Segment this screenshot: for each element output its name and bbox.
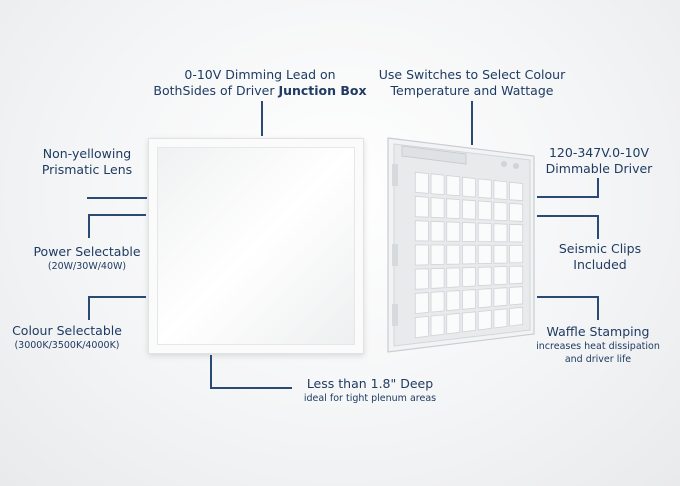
waffle-cell xyxy=(493,201,508,222)
waffle-cell xyxy=(493,266,508,286)
leader-seismic-v xyxy=(597,215,599,239)
waffle-sub1: increases heat dissipation xyxy=(536,341,660,352)
driver-line2: Dimmable Driver xyxy=(545,161,653,176)
waffle-cell xyxy=(493,308,508,329)
waffle-cell xyxy=(414,268,429,290)
power-sub: (20W/30W/40W) xyxy=(47,261,127,272)
prismatic-lens xyxy=(157,147,355,345)
waffle-cell xyxy=(414,315,429,339)
waffle-cell xyxy=(477,266,492,287)
waffle-cell xyxy=(462,244,476,265)
waffle-title: Waffle Stamping xyxy=(546,324,650,339)
lens-line1: Non-yellowing xyxy=(42,146,132,161)
waffle-cell xyxy=(462,266,476,288)
waffle-cell xyxy=(509,181,524,202)
leader-lens xyxy=(87,197,147,199)
label-depth: Less than 1.8" Deep ideal for tight plen… xyxy=(285,376,455,405)
label-dimming-lead: 0-10V Dimming Lead on BothSides of Drive… xyxy=(150,67,370,99)
waffle-cell xyxy=(446,312,461,335)
junction-box-text: Junction Box xyxy=(278,83,367,98)
waffle-cell xyxy=(509,202,524,222)
waffle-cell xyxy=(462,176,476,198)
leader-power xyxy=(88,214,146,216)
waffle-cell xyxy=(493,223,508,243)
label-switches: Use Switches to Select Colour Temperatur… xyxy=(360,67,584,99)
waffle-cell xyxy=(493,180,508,200)
label-colour: Colour Selectable (3000K/3500K/4000K) xyxy=(2,323,132,352)
waffle-cell xyxy=(477,288,492,309)
switches-line2: Temperature and Wattage xyxy=(390,83,554,98)
waffle-cell xyxy=(446,221,461,242)
waffle-cell xyxy=(509,223,524,243)
waffle-sub2: and driver life xyxy=(564,354,632,365)
leader-power-v xyxy=(88,214,90,238)
dimming-lead-line1: 0-10V Dimming Lead on xyxy=(184,67,336,82)
colour-title: Colour Selectable xyxy=(12,323,122,338)
leader-depth-v xyxy=(210,355,212,389)
leader-colour-v xyxy=(88,296,90,320)
waffle-cell xyxy=(430,291,445,313)
leader-waffle xyxy=(537,296,599,298)
dimming-lead-line2: BothSides of Driver Junction Box xyxy=(153,83,367,98)
leader-seismic xyxy=(537,215,599,217)
switches-line1: Use Switches to Select Colour xyxy=(378,67,566,82)
waffle-cell xyxy=(414,244,429,266)
waffle-cell xyxy=(414,195,429,218)
power-title: Power Selectable xyxy=(33,244,141,259)
waffle-cell xyxy=(446,244,461,265)
waffle-cell xyxy=(462,289,476,310)
leader-colour xyxy=(88,296,146,298)
waffle-cell xyxy=(430,173,445,196)
label-power: Power Selectable (20W/30W/40W) xyxy=(20,244,154,273)
leader-dimming-lead xyxy=(261,101,263,136)
depth-title: Less than 1.8" Deep xyxy=(306,376,434,391)
waffle-cell xyxy=(477,309,492,331)
back-panel-image xyxy=(387,137,535,353)
waffle-cell xyxy=(509,265,524,285)
leader-waffle-v xyxy=(597,296,599,320)
waffle-cell xyxy=(493,244,508,264)
waffle-cell xyxy=(509,286,524,306)
seismic-line2: Included xyxy=(573,257,627,272)
lens-line2: Prismatic Lens xyxy=(41,162,133,177)
waffle-cell xyxy=(477,200,492,221)
waffle-cell xyxy=(430,197,445,219)
colour-sub: (3000K/3500K/4000K) xyxy=(14,340,120,351)
front-panel-image xyxy=(148,138,364,354)
waffle-cell xyxy=(414,171,429,194)
label-waffle: Waffle Stamping increases heat dissipati… xyxy=(525,324,671,366)
waffle-cell xyxy=(446,175,461,197)
waffle-cell xyxy=(462,222,476,242)
waffle-cell xyxy=(509,306,524,327)
waffle-cell xyxy=(509,245,524,264)
waffle-cell xyxy=(414,220,429,242)
waffle-cell xyxy=(462,199,476,220)
waffle-cell xyxy=(493,287,508,307)
waffle-cell xyxy=(477,178,492,199)
waffle-cell xyxy=(477,244,492,265)
leader-driver xyxy=(537,196,599,198)
driver-line1: 120-347V.0-10V xyxy=(548,145,650,160)
label-seismic: Seismic Clips Included xyxy=(540,241,660,273)
waffle-cell xyxy=(430,314,445,337)
leader-driver-v xyxy=(597,178,599,198)
waffle-stamping-grid xyxy=(414,171,524,339)
depth-sub: ideal for tight plenum areas xyxy=(303,393,437,404)
leader-depth-h xyxy=(210,387,292,389)
waffle-cell xyxy=(414,292,429,315)
waffle-cell xyxy=(446,198,461,220)
label-driver: 120-347V.0-10V Dimmable Driver xyxy=(534,145,664,177)
waffle-cell xyxy=(430,244,445,266)
waffle-cell xyxy=(477,222,492,243)
waffle-cell xyxy=(430,267,445,289)
waffle-cell xyxy=(430,220,445,242)
waffle-cell xyxy=(446,290,461,312)
waffle-cell xyxy=(462,311,476,333)
waffle-cell xyxy=(446,267,461,288)
leader-switches xyxy=(471,101,473,145)
label-lens: Non-yellowing Prismatic Lens xyxy=(22,146,152,178)
seismic-line1: Seismic Clips xyxy=(558,241,642,256)
